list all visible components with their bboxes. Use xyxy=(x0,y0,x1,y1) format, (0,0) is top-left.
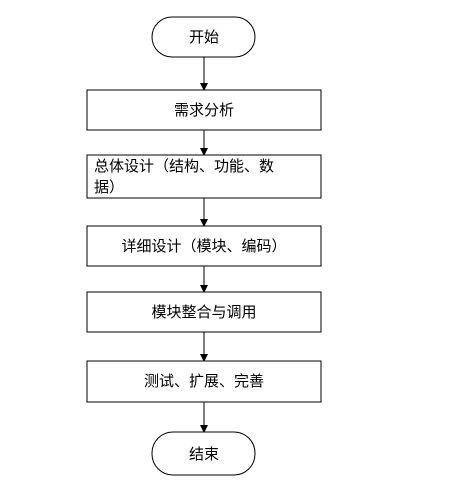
step-label: 测试、扩展、完善 xyxy=(144,372,264,390)
step-label-line-1: 总体设计（结构、功能、数 xyxy=(94,157,274,175)
step-box xyxy=(86,225,322,267)
step-detailed-design: 详细设计（模块、编码） xyxy=(86,225,322,267)
step-label: 需求分析 xyxy=(174,101,234,119)
step-module-integration: 模块整合与调用 xyxy=(86,291,322,333)
step-testing: 测试、扩展、完善 xyxy=(86,360,322,403)
step-box xyxy=(86,154,322,199)
start-node: 开始 xyxy=(151,16,256,58)
step-label: 模块整合与调用 xyxy=(151,303,256,321)
step-box xyxy=(86,360,322,403)
start-terminator-shape xyxy=(151,16,256,58)
end-terminator-shape xyxy=(151,431,256,476)
end-node: 结束 xyxy=(151,431,256,476)
start-label: 开始 xyxy=(189,28,219,46)
step-box xyxy=(86,89,322,131)
step-requirements-analysis: 需求分析 xyxy=(86,89,322,131)
step-box xyxy=(86,291,322,333)
end-label: 结束 xyxy=(189,445,219,463)
step-label-line-2: 据） xyxy=(94,178,124,196)
step-overall-design: 总体设计（结构、功能、数 据） xyxy=(86,154,322,199)
step-label: 详细设计（模块、编码） xyxy=(121,237,286,255)
